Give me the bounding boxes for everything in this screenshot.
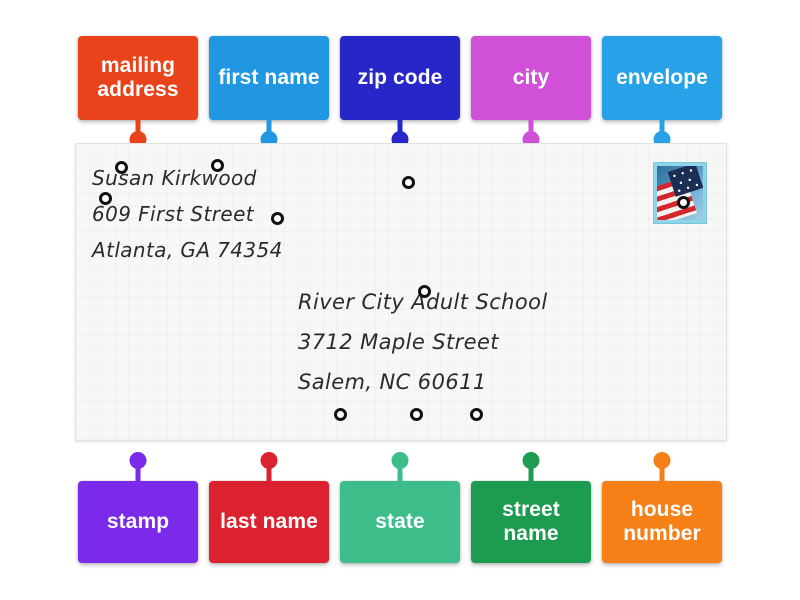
label-card-text: mailing address	[97, 53, 179, 101]
label-card-stamp[interactable]: stamp	[78, 481, 198, 563]
label-card-text: first name	[218, 65, 320, 89]
label-card-house-number[interactable]: house number	[602, 481, 722, 563]
label-card-city[interactable]: city	[471, 36, 591, 120]
flag-artwork	[657, 166, 703, 220]
label-card-zip-code[interactable]: zip code	[340, 36, 460, 120]
label-pin-house-number[interactable]	[652, 452, 672, 483]
label-card-text: city	[512, 65, 550, 89]
pin-ball	[129, 452, 147, 469]
marker-first-name[interactable]	[115, 161, 128, 174]
marker-last-name[interactable]	[211, 159, 224, 172]
label-card-text: zip code	[357, 65, 443, 89]
pin-stem	[659, 118, 665, 140]
pin-stem	[135, 118, 141, 140]
label-card-state[interactable]: state	[340, 481, 460, 563]
label-card-mailing-address[interactable]: mailing address	[78, 36, 198, 120]
marker-stamp[interactable]	[677, 196, 690, 209]
address-line: 3712 Maple Street	[298, 330, 499, 354]
label-pin-state[interactable]	[390, 452, 410, 483]
marker-mailing-address[interactable]	[418, 285, 431, 298]
pin-stem	[397, 118, 403, 140]
pin-stem	[528, 461, 534, 483]
label-card-text: state	[375, 509, 425, 533]
pin-stem	[135, 461, 141, 483]
label-card-street-name[interactable]: street name	[471, 481, 591, 563]
label-pin-last-name[interactable]	[259, 452, 279, 483]
label-card-first-name[interactable]: first name	[209, 36, 329, 120]
pin-ball	[260, 452, 278, 469]
pin-stem	[528, 118, 534, 140]
address-line: Atlanta, GA 74354	[92, 238, 283, 262]
label-card-envelope[interactable]: envelope	[602, 36, 722, 120]
pin-ball	[522, 452, 540, 469]
label-card-text: envelope	[616, 65, 708, 89]
pin-stem	[266, 461, 272, 483]
label-card-text: last name	[220, 509, 318, 533]
marker-zip-code[interactable]	[470, 408, 483, 421]
label-card-text: stamp	[106, 509, 170, 533]
pin-ball	[653, 452, 671, 469]
marker-street-name[interactable]	[271, 212, 284, 225]
marker-city[interactable]	[334, 408, 347, 421]
pin-stem	[266, 118, 272, 140]
label-pin-street-name[interactable]	[521, 452, 541, 483]
label-card-last-name[interactable]: last name	[209, 481, 329, 563]
pin-stem	[659, 461, 665, 483]
label-card-text: street name	[502, 497, 560, 545]
us-flag-stamp-icon	[653, 162, 707, 224]
address-line: 609 First Street	[92, 202, 255, 226]
pin-ball	[391, 452, 409, 469]
label-pin-stamp[interactable]	[128, 452, 148, 483]
marker-house-number[interactable]	[99, 192, 112, 205]
marker-state[interactable]	[410, 408, 423, 421]
address-line: Salem, NC 60611	[298, 370, 487, 394]
marker-envelope[interactable]	[402, 176, 415, 189]
label-card-text: house number	[623, 497, 701, 545]
pin-stem	[397, 461, 403, 483]
